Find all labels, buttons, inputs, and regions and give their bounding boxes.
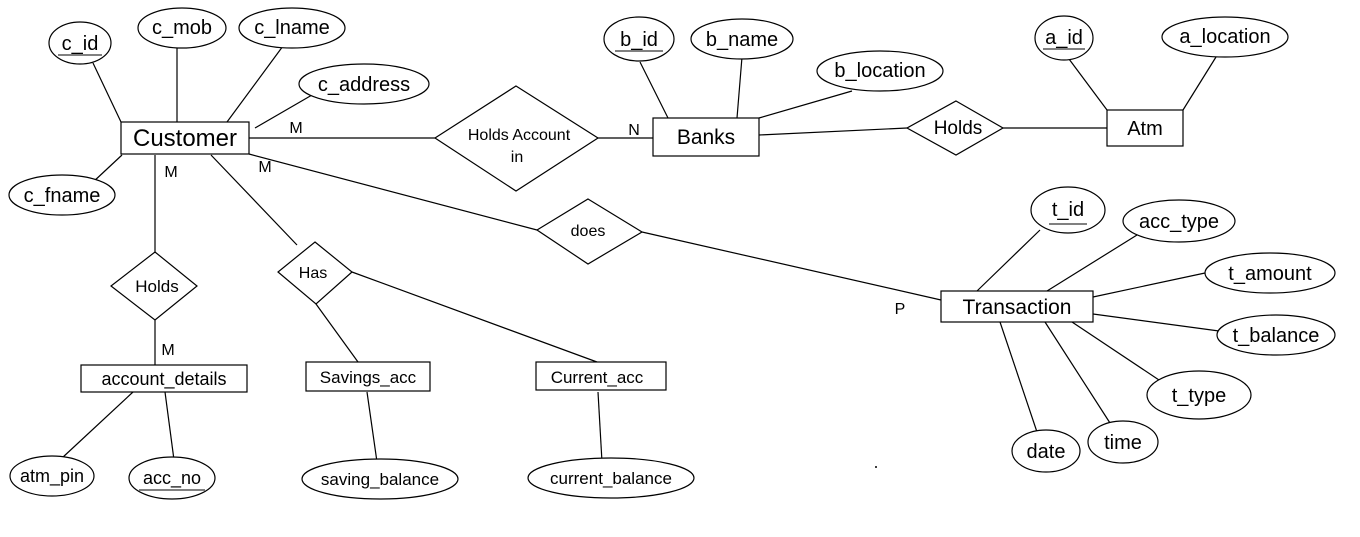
attribute-current-balance: current_balance [527,457,695,499]
attribute-label: t_type [1172,385,1226,407]
entity-customer: Customer [120,121,250,155]
attribute-label: date [1027,441,1066,463]
relationship-holds-details: Holds [110,251,198,321]
attribute-acc-no: acc_no [128,456,216,500]
attribute-atm-pin: atm_pin [9,455,95,497]
attribute-label: b_name [706,29,778,51]
attribute-a-id: a_id [1034,15,1094,61]
entity-label: Customer [133,125,237,152]
attribute-label: acc_no [143,468,201,489]
attribute-label: c_mob [152,17,212,39]
attribute-label: current_balance [550,469,672,488]
cardinality-label: M [289,120,302,137]
stray-dot [875,466,877,468]
cardinality-label: M [164,164,177,181]
cardinality-label: N [628,122,640,139]
attribute-t-id: t_id [1030,186,1106,234]
attribute-label: t_balance [1233,325,1320,347]
attribute-label: acc_type [1139,211,1219,233]
attribute-label: b_location [834,60,925,82]
relationship-label: Holds [135,277,178,296]
entity-banks: Banks [652,117,760,157]
attribute-c-id: c_id [48,21,112,65]
relationship-label: does [571,223,606,240]
relationship-label: Holds Account [468,127,571,144]
connector-lines [61,45,1220,463]
attribute-c-address: c_address [298,63,430,105]
cardinality-label: P [895,301,906,318]
entity-label: Transaction [963,296,1072,319]
attribute-t-balance: t_balance [1216,314,1336,356]
cardinality-label: M [161,342,174,359]
attribute-c-lname: c_lname [238,7,346,49]
attribute-time: time [1087,420,1159,464]
cardinality-label: M [258,159,271,176]
attribute-label: t_id [1052,199,1084,221]
relationship-has: Has [277,241,353,305]
attribute-date: date [1011,429,1081,473]
attribute-label: c_lname [254,17,330,39]
attribute-label: b_id [620,29,658,51]
attribute-saving-balance: saving_balance [301,458,459,500]
relationship-holds-account-in: Holds Account in [433,85,600,192]
attribute-c-fname: c_fname [8,174,116,216]
relationship-label: Holds [934,118,983,139]
entity-account-details: account_details [80,364,248,393]
attribute-a-location: a_location [1161,16,1289,58]
relationship-does: does [535,198,644,265]
attribute-acc-type: acc_type [1122,199,1236,243]
relationship-holds-atm: Holds [905,100,1005,156]
entity-atm: Atm [1106,109,1184,147]
attribute-b-location: b_location [816,50,944,92]
entity-savings-acc: Savings_acc [305,361,431,392]
entity-label: Savings_acc [320,368,417,387]
attribute-b-name: b_name [690,18,794,60]
entity-label: account_details [101,369,226,390]
attribute-label: c_id [62,33,99,55]
attribute-t-type: t_type [1146,370,1252,420]
relationship-label: Has [299,265,327,282]
attribute-c-mob: c_mob [137,7,227,49]
attribute-label: a_location [1179,26,1270,48]
entity-label: Atm [1127,118,1163,140]
attribute-label: t_amount [1228,263,1312,285]
entity-label: Current_acc [551,368,644,387]
attribute-t-amount: t_amount [1204,252,1336,294]
relationship-label: in [511,149,523,166]
attribute-label: c_fname [24,185,101,207]
attribute-b-id: b_id [603,16,675,62]
attribute-label: atm_pin [20,466,84,487]
entity-transaction: Transaction [940,290,1094,323]
entity-current-acc: Current_acc [535,361,667,391]
entity-label: Banks [677,126,735,149]
attribute-label: time [1104,432,1142,454]
attribute-label: c_address [318,74,410,96]
attribute-label: saving_balance [321,470,439,489]
attribute-label: a_id [1045,27,1083,49]
